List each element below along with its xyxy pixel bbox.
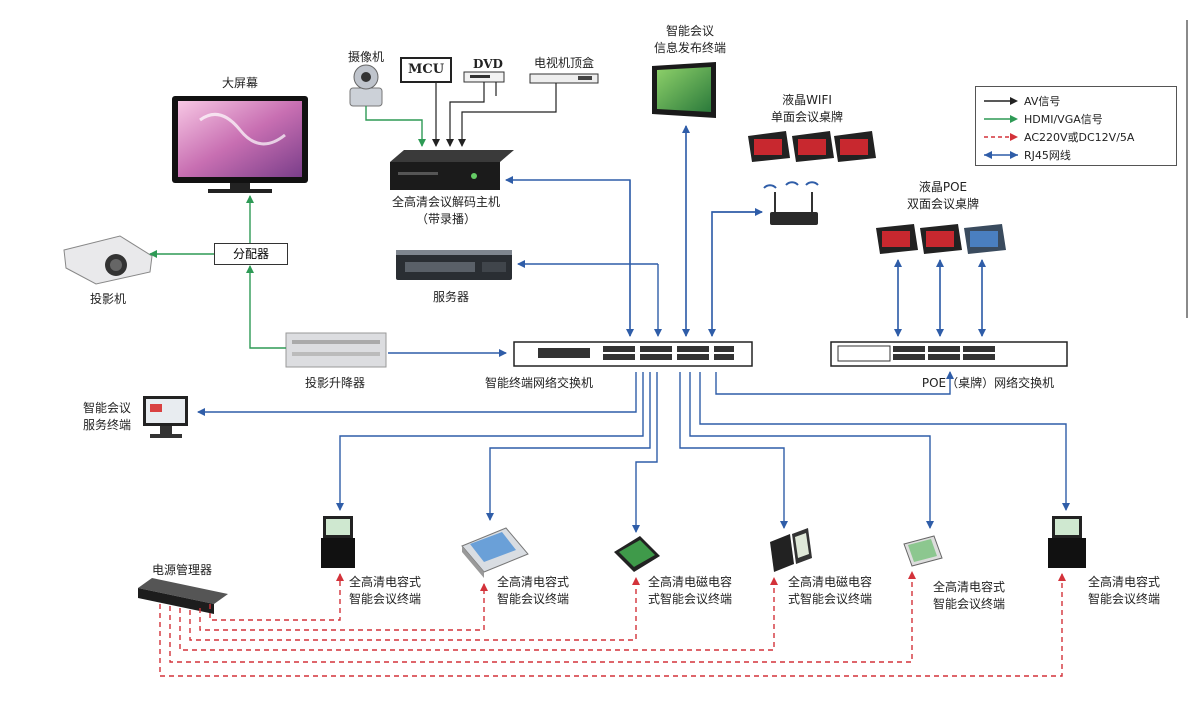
terminal-2-label-line2: 智能会议终端 — [496, 592, 569, 606]
legend-rj45-label: RJ45网线 — [1024, 149, 1071, 162]
projector-icon — [63, 235, 153, 285]
big-screen-tv-icon — [172, 96, 308, 193]
mcu-label: MCU — [407, 62, 445, 77]
terminal-4-label-line2: 式智能会议终端 — [787, 592, 872, 606]
power-lines — [159, 571, 1066, 677]
server-label: 服务器 — [432, 290, 469, 304]
set-top-box-icon — [529, 73, 599, 84]
terminal-3-label-line1: 全高清电磁电容 — [647, 575, 732, 589]
projector-label: 投影机 — [89, 292, 126, 306]
legend-rj45: RJ45网线 — [984, 147, 1174, 163]
dvd-label: DVD — [473, 57, 503, 71]
terminal-2-icon — [461, 527, 529, 578]
service-terminal-label-line2: 服务终端 — [82, 418, 131, 432]
terminal-network-switch-icon — [513, 341, 753, 367]
terminal-1-label-line2: 智能会议终端 — [348, 592, 421, 606]
projector-lift-label: 投影升降器 — [304, 376, 365, 390]
projector-lift-icon — [285, 332, 387, 368]
terminal-5-icon — [903, 535, 943, 567]
poe-switch-label: POE（桌牌）网络交换机 — [921, 376, 1055, 390]
poe-nameplate-icons — [876, 224, 1006, 254]
legend-hdmi: HDMI/VGA信号 — [984, 111, 1174, 127]
legend-power-label: AC220V或DC12V/5A — [1024, 131, 1135, 144]
server-icon — [396, 250, 512, 280]
terminal-6-icon — [1048, 516, 1086, 568]
codec-label-line1: 全高清会议解码主机 — [391, 195, 500, 209]
switch-label: 智能终端网络交换机 — [484, 376, 593, 390]
power-manager-label: 电源管理器 — [151, 563, 212, 577]
terminal-3-label-line2: 式智能会议终端 — [647, 592, 732, 606]
service-terminal-label-line1: 智能会议 — [82, 401, 131, 415]
terminal-5-label-line2: 智能会议终端 — [932, 597, 1005, 611]
service-terminal-icon — [143, 396, 188, 438]
rj45-lines — [197, 125, 1070, 533]
poe-network-switch-icon — [830, 341, 1068, 367]
poe-nameplate-label-line1: 液晶POE — [918, 180, 968, 194]
big-screen-label: 大屏幕 — [221, 76, 258, 90]
mcu-icon — [400, 57, 452, 83]
terminal-3-icon — [614, 536, 660, 572]
terminal-5-label-line1: 全高清电容式 — [932, 580, 1005, 594]
codec-label-line2: （带录播） — [415, 212, 476, 226]
page-edge-bar — [1186, 20, 1188, 318]
camera-icon — [349, 64, 383, 107]
codec-host-icon — [390, 150, 514, 190]
hdmi-lines — [149, 106, 426, 349]
terminal-6-label-line2: 智能会议终端 — [1087, 592, 1160, 606]
splitter-box: 分配器 — [214, 243, 288, 265]
terminal-1-label-line1: 全高清电容式 — [348, 575, 421, 589]
dvd-player-icon — [463, 71, 505, 83]
wifi-nameplate-label-line2: 单面会议桌牌 — [770, 110, 843, 124]
info-terminal-label-line2: 信息发布终端 — [653, 41, 726, 55]
info-display-terminal-icon — [652, 62, 716, 118]
wifi-nameplate-icons — [748, 131, 876, 162]
poe-nameplate-label-line2: 双面会议桌牌 — [906, 197, 979, 211]
legend-power: AC220V或DC12V/5A — [984, 129, 1174, 145]
terminal-4-label-line1: 全高清电磁电容 — [787, 575, 872, 589]
legend-av-label: AV信号 — [1024, 95, 1061, 108]
legend-av: AV信号 — [984, 93, 1174, 109]
legend-hdmi-label: HDMI/VGA信号 — [1024, 113, 1103, 126]
terminal-6-label-line1: 全高清电容式 — [1087, 575, 1160, 589]
info-terminal-label-line1: 智能会议 — [665, 24, 714, 38]
terminal-2-label-line1: 全高清电容式 — [496, 575, 569, 589]
terminal-1-icon — [321, 516, 355, 568]
power-manager-icon — [138, 578, 228, 614]
stb-label: 电视机顶盒 — [533, 56, 594, 70]
terminal-4-icon — [770, 528, 812, 572]
wifi-router-icon — [763, 181, 819, 225]
av-lines — [432, 82, 557, 147]
camera-label: 摄像机 — [347, 50, 384, 64]
wifi-nameplate-label-line1: 液晶WIFI — [782, 93, 832, 107]
legend: AV信号 HDMI/VGA信号 AC220V或DC12V/5A RJ45网线 — [975, 86, 1177, 166]
